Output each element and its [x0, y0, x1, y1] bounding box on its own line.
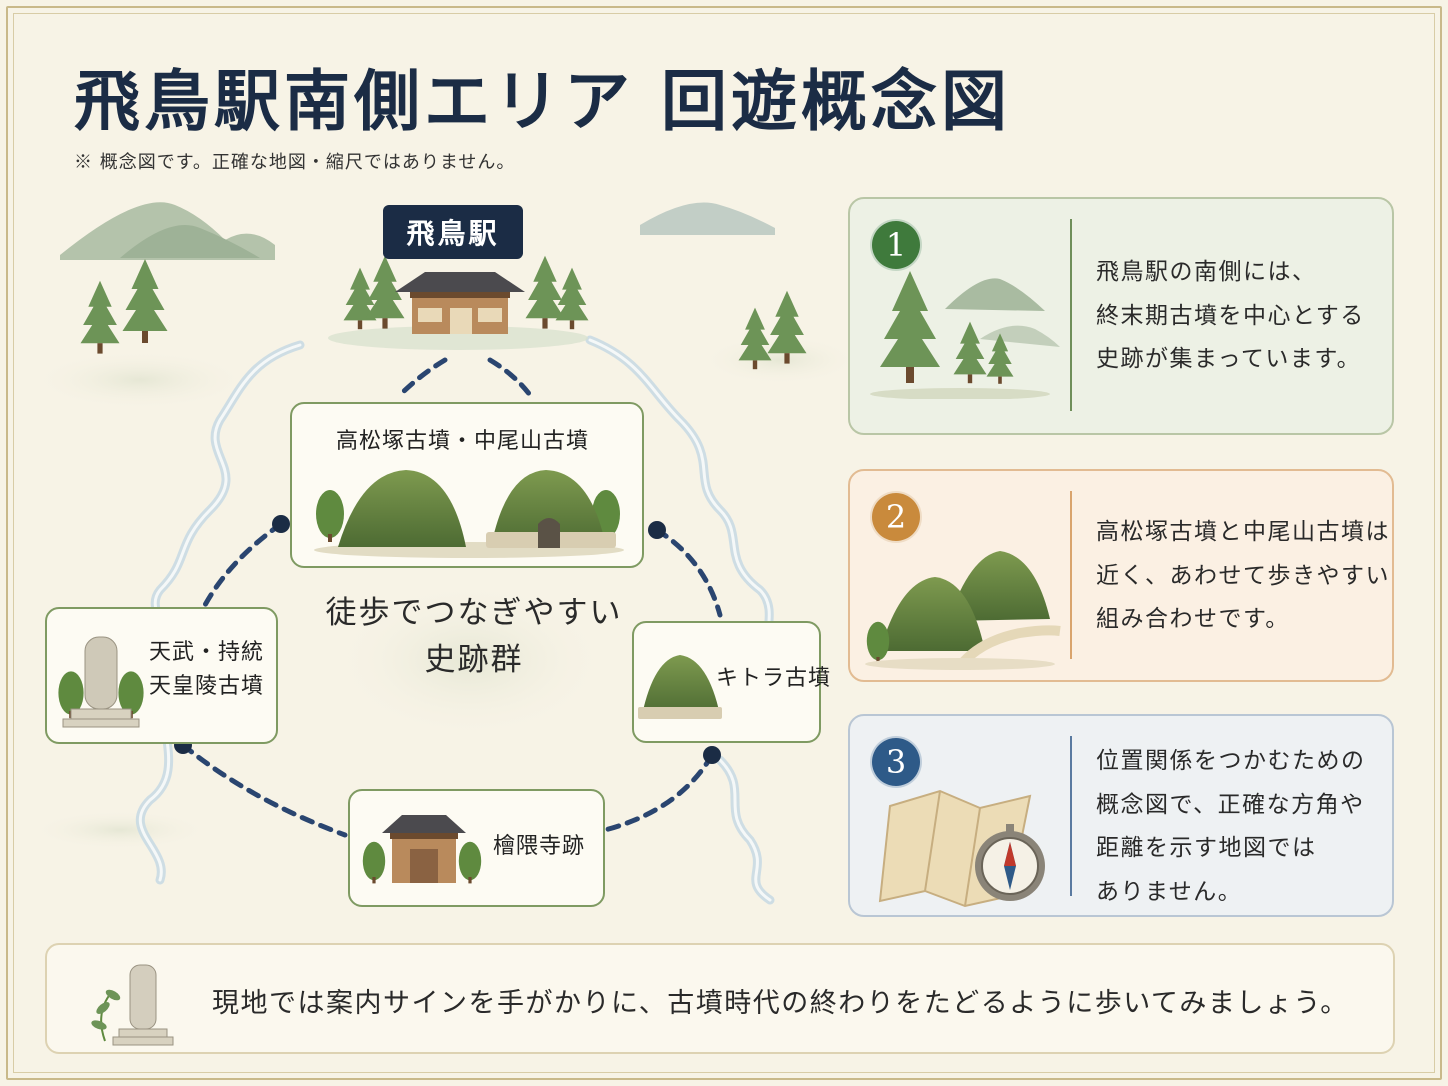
tumulus-pair-icon: [314, 470, 624, 558]
walking-route: [180, 357, 723, 838]
site-label-takamatsuzuka: 高松塚古墳・中尾山古墳: [336, 429, 590, 454]
info-line: 距離を示す地図では: [1096, 835, 1317, 862]
info-line: ありません。: [1096, 879, 1243, 906]
temple-gate-icon: [362, 815, 482, 884]
center-caption-line2: 史跡群: [424, 641, 524, 678]
page-subtitle: ※ 概念図です。正確な地図・縮尺ではありません。: [74, 152, 516, 173]
number-badge-1: 1: [870, 219, 922, 271]
info-text-2: 高松塚古墳と中尾山古墳は 近く、あわせて歩きやすい 組み合わせです。: [1096, 511, 1390, 642]
info-card-1: 1 飛鳥駅の南側には、 終末期古墳を中心とする 史跡が集まっています。: [848, 197, 1394, 435]
mountain-left-icon: [60, 202, 275, 260]
two-tumuli-path-icon: [865, 551, 1061, 670]
info-text-3: 位置関係をつかむための 概念図で、正確な方角や 距離を示す地図では ありません。: [1096, 740, 1366, 915]
info-line: 位置関係をつかむための: [1096, 748, 1366, 774]
info-line: 飛鳥駅の南側には、: [1096, 259, 1317, 285]
info-line: 終末期古墳を中心とする: [1096, 302, 1365, 329]
station-building-icon: [328, 255, 589, 350]
site-card-takamatsuzuka[interactable]: 高松塚古墳・中尾山古墳: [290, 402, 644, 568]
site-label-kitora: キトラ古墳: [716, 666, 832, 691]
page-title: 飛鳥駅南側エリア 回遊概念図: [74, 62, 1011, 140]
pine-trees-mountains-icon: [870, 271, 1060, 399]
stone-marker-icon: [91, 964, 174, 1046]
info-line: 近く、あわせて歩きやすい: [1096, 562, 1390, 589]
map-compass-icon: [878, 789, 1045, 908]
site-label-tenmu-line2: 天皇陵古墳: [149, 674, 265, 699]
info-divider-1: [1070, 219, 1072, 411]
site-card-tenmu-jito[interactable]: 天武・持統 天皇陵古墳: [45, 607, 278, 744]
info-card-3: 3 位置関係をつかむための 概念図で、正確な方角や 距離を示す地図では ありませ…: [848, 714, 1394, 917]
kitora-tumulus-icon: [638, 655, 722, 719]
info-line: 高松塚古墳と中尾山古墳は: [1096, 519, 1390, 545]
site-card-kitora[interactable]: キトラ古墳: [632, 621, 830, 743]
site-label-tenmu-line1: 天武・持統: [149, 640, 265, 665]
station-badge[interactable]: 飛鳥駅: [383, 205, 523, 259]
number-badge-3: 3: [870, 736, 922, 788]
info-card-2: 2 高松塚古墳と中尾山古墳は 近く、あわせて歩きやすい 組み合わせです。: [848, 469, 1394, 682]
footer-text: 現地では案内サインを手がかりに、古墳時代の終わりをたどるように歩いてみましょう。: [212, 988, 1349, 1019]
center-caption-line1: 徒歩でつなぎやすい: [325, 595, 623, 631]
info-divider-2: [1070, 491, 1072, 659]
info-line: 史跡が集まっています。: [1096, 346, 1362, 373]
center-caption: 徒歩でつなぎやすい 史跡群: [318, 590, 630, 683]
info-line: 概念図で、正確な方角や: [1096, 791, 1365, 818]
page-frame: [6, 6, 1442, 1080]
number-badge-2: 2: [870, 491, 922, 543]
footer-note: 現地では案内サインを手がかりに、古墳時代の終わりをたどるように歩いてみましょう。: [45, 943, 1395, 1054]
site-card-hinokuma[interactable]: 檜隈寺跡: [348, 789, 605, 907]
mountain-right-icon: [640, 202, 775, 235]
info-divider-3: [1070, 736, 1072, 896]
site-label-hinokuma: 檜隈寺跡: [493, 834, 586, 859]
stone-monument-icon: [58, 636, 144, 728]
info-line: 組み合わせです。: [1096, 606, 1290, 633]
info-text-1: 飛鳥駅の南側には、 終末期古墳を中心とする 史跡が集まっています。: [1096, 251, 1365, 382]
